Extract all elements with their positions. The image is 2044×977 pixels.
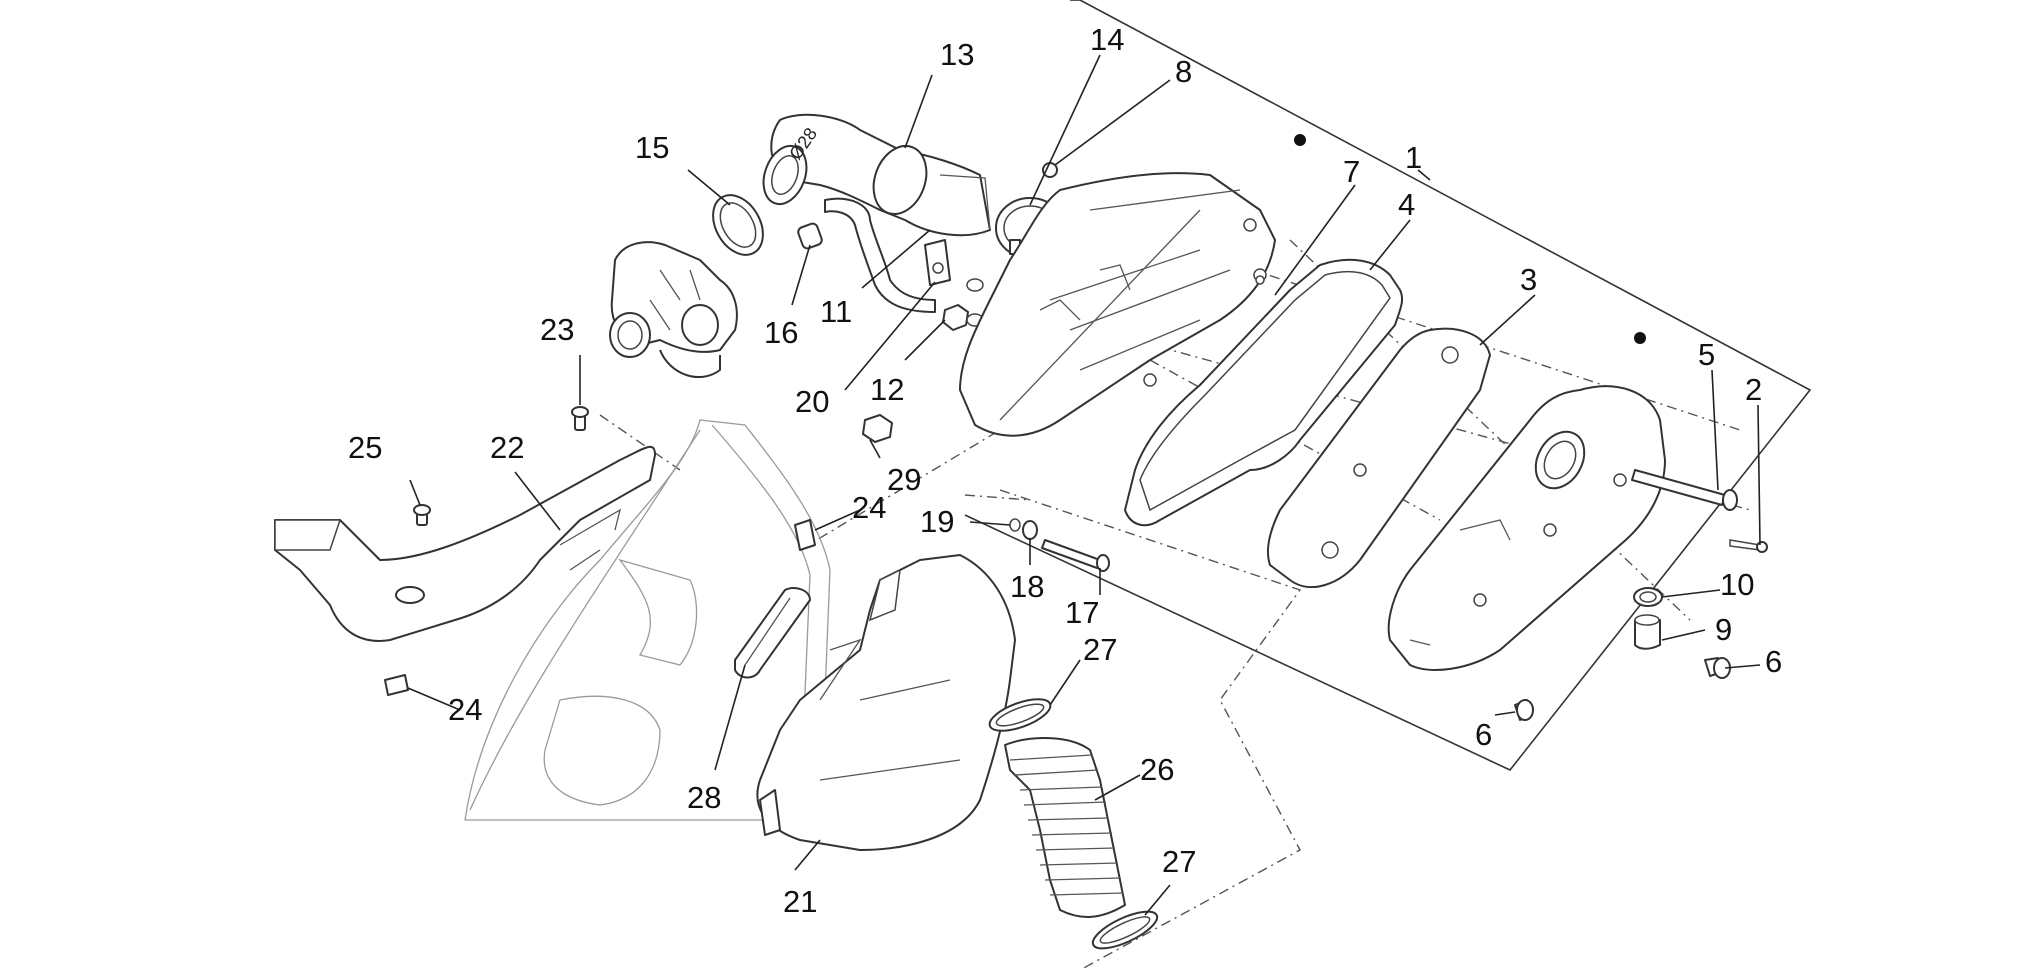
reference-dot-2 [1634, 332, 1646, 344]
clamp-27a [988, 698, 1052, 732]
air-box-cover [1387, 385, 1666, 671]
callout-20: 20 [795, 384, 829, 419]
intake-duct-13: Ø28 [762, 113, 991, 237]
callout-7: 7 [1343, 154, 1360, 189]
nut-12 [942, 304, 969, 331]
callout-23: 23 [540, 312, 574, 347]
callout-2: 2 [1745, 372, 1762, 407]
clamp-15 [712, 194, 764, 256]
grommet-8 [1042, 162, 1058, 178]
callout-18: 18 [1010, 569, 1044, 604]
callout-25: 25 [348, 430, 382, 465]
callout-22: 22 [490, 430, 524, 465]
clip-24b [794, 519, 816, 551]
gasket-4 [1124, 258, 1404, 527]
callout-19: 19 [920, 504, 954, 539]
clip-10 [1633, 587, 1663, 607]
callout-16: 16 [764, 315, 798, 350]
screw-25 [413, 504, 431, 526]
callout-1: 1 [1405, 140, 1422, 175]
callout-26: 26 [1140, 752, 1174, 787]
strip-28 [734, 587, 811, 679]
clip-24a [384, 674, 409, 696]
reference-dot-1 [1294, 134, 1306, 146]
callout-14: 14 [1090, 22, 1124, 57]
screw-23 [571, 406, 589, 431]
seal-7 [1255, 275, 1265, 285]
callout-15: 15 [635, 130, 669, 165]
callout-21: 21 [783, 884, 817, 919]
screw-2 [1729, 539, 1768, 553]
screw-5 [1631, 469, 1738, 511]
hose-11 [824, 197, 936, 313]
callout-28: 28 [687, 780, 721, 815]
clamp-27b [1091, 910, 1159, 950]
snorkel-22 [274, 445, 656, 642]
throttle-body [609, 241, 738, 379]
callout-24-mid: 24 [852, 490, 886, 525]
callout-9: 9 [1715, 612, 1732, 647]
callout-3: 3 [1520, 262, 1537, 297]
bolt-17 [1041, 539, 1110, 572]
duct-housing-21 [756, 554, 1016, 851]
cap-9 [1634, 614, 1661, 650]
callout-8: 8 [1175, 54, 1192, 89]
clip-20 [924, 239, 951, 286]
callout-6-bottom: 6 [1475, 717, 1492, 752]
callout-11: 11 [820, 294, 852, 329]
callout-6-right: 6 [1765, 644, 1782, 679]
sleeve-16 [797, 222, 823, 250]
body-panel-ghost [464, 419, 831, 821]
assembly-frame [964, 0, 1812, 771]
callout-27-bottom: 27 [1162, 844, 1196, 879]
screw-6b [1514, 699, 1534, 721]
callout-17: 17 [1065, 595, 1099, 630]
screw-6a [1704, 657, 1731, 679]
air-box-case [959, 172, 1276, 437]
bellows-26 [1004, 737, 1126, 918]
leader-lines [407, 54, 1761, 916]
nut-29 [862, 414, 893, 443]
callout-29: 29 [887, 462, 921, 497]
callout-4: 4 [1398, 187, 1415, 222]
callout-13: 13 [940, 37, 974, 72]
callout-10: 10 [1720, 567, 1754, 602]
callout-27-top: 27 [1083, 632, 1117, 667]
callouts: 1 2 3 4 5 6 6 7 8 9 10 11 12 13 14 15 16… [348, 22, 1782, 919]
callout-12: 12 [870, 372, 904, 407]
washer-18 [1022, 520, 1038, 540]
callout-5: 5 [1698, 337, 1715, 372]
callout-24-left: 24 [448, 692, 482, 727]
washer-19 [1009, 518, 1021, 532]
